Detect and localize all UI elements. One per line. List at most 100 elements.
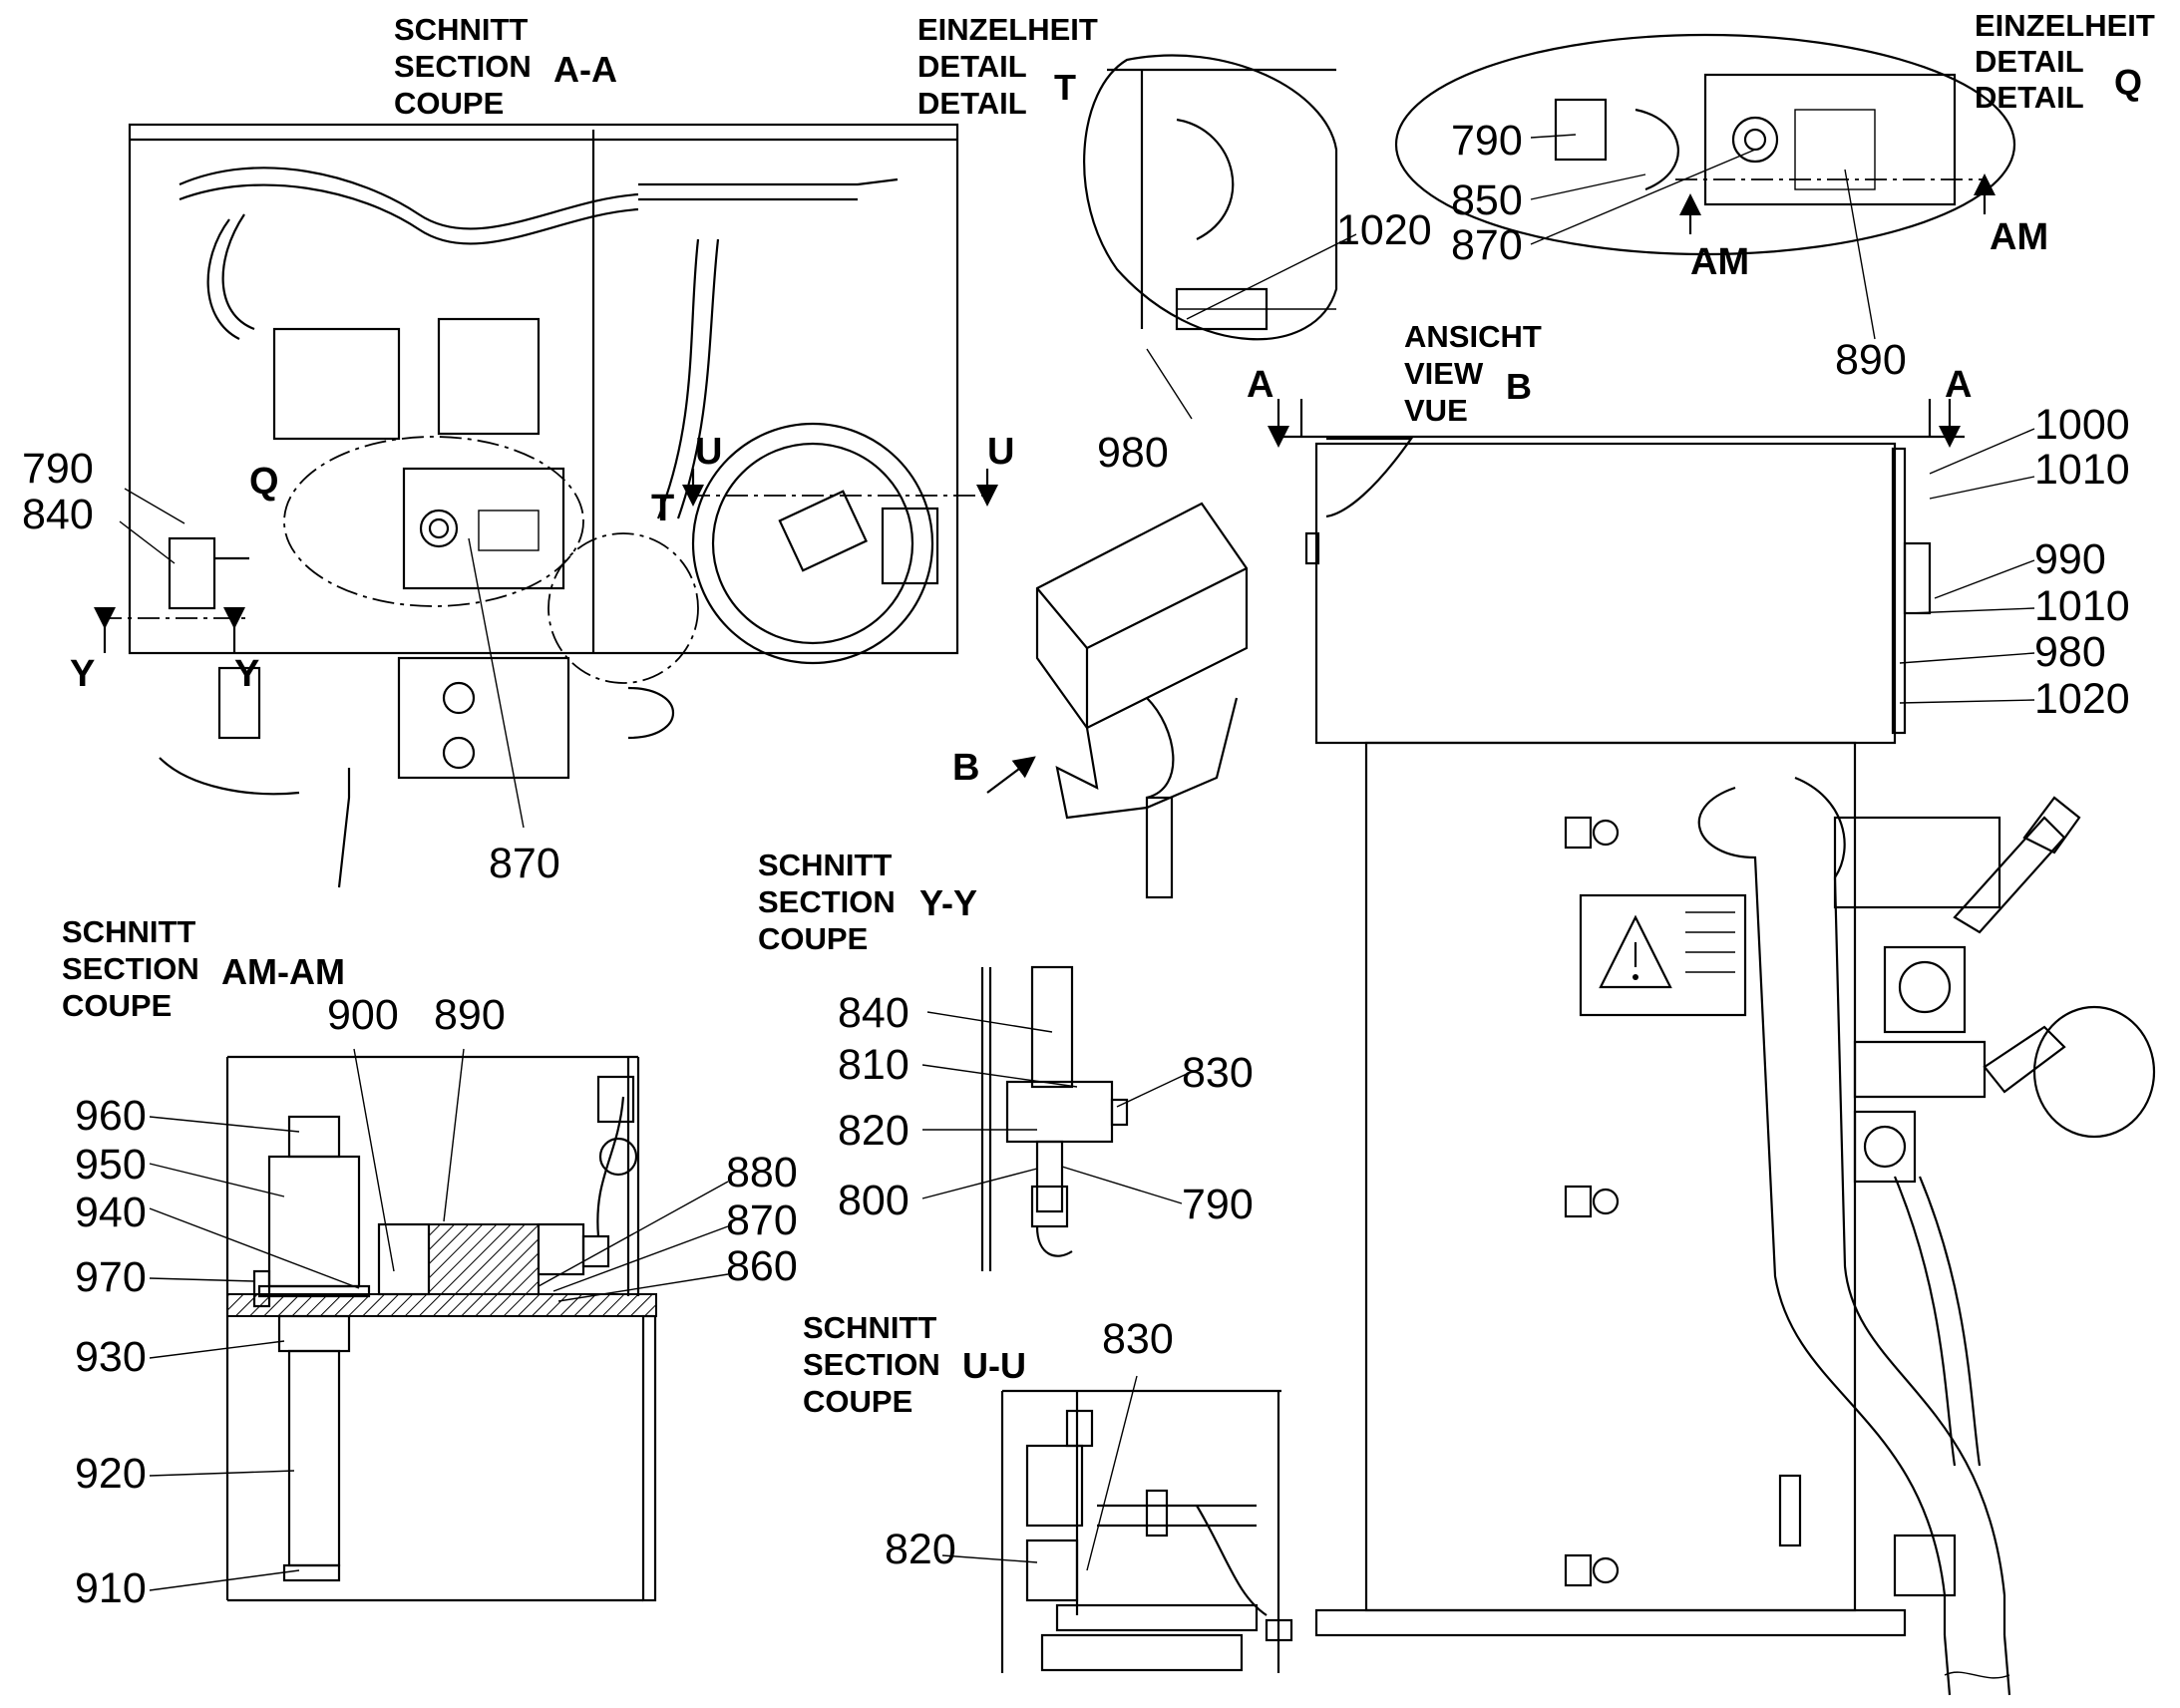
marker-q: Q: [249, 461, 279, 503]
title-line-2: VIEW: [1404, 356, 1484, 391]
callout-870: 870: [489, 840, 560, 887]
callout-1010-lower: 1010: [2034, 582, 2130, 630]
marker-y-left: Y: [70, 653, 95, 695]
title-line-3: DETAIL: [917, 86, 1027, 121]
view-b-main: [1268, 399, 2156, 1696]
title-view-b: ANSICHT VIEW VUE B: [1404, 319, 1542, 428]
callout-1010-upper: 1010: [2034, 446, 2130, 494]
title-line-2: SECTION: [758, 884, 896, 919]
title-line-2: SECTION: [62, 951, 199, 986]
callout-910: 910: [75, 1564, 147, 1612]
title-id: T: [1054, 67, 1076, 108]
title-line-3: COUPE: [758, 921, 868, 956]
detail-t-view: [1083, 54, 1357, 420]
callout-980: 980: [2034, 628, 2106, 676]
title-line-1: SCHNITT: [394, 12, 528, 47]
callout-840: 840: [22, 491, 94, 538]
title-id: AM-AM: [221, 951, 345, 992]
callouts-q: 790 850 870 890: [1451, 117, 1907, 384]
marker-u-left: U: [695, 431, 722, 473]
callout-840: 840: [838, 989, 909, 1037]
markers-q: AM AM: [1690, 216, 2048, 283]
title-line-2: DETAIL: [917, 49, 1027, 84]
callouts-amam: 900 890 960 950 940 970 930 920 910 880 …: [75, 991, 798, 1612]
title-line-1: EINZELHEIT: [917, 12, 1098, 47]
callout-870: 870: [726, 1196, 798, 1244]
marker-am-right: AM: [1990, 216, 2048, 258]
detail-q-view: [1394, 33, 2016, 340]
callout-820: 820: [838, 1107, 909, 1155]
callout-940: 940: [75, 1189, 147, 1236]
title-line-2: DETAIL: [1975, 44, 2084, 79]
callout-870: 870: [1451, 221, 1523, 269]
marker-y-right: Y: [234, 653, 259, 695]
marker-a-left: A: [1247, 364, 1273, 406]
callouts-aa: 790 840 870: [22, 445, 560, 887]
title-id: Y-Y: [919, 882, 977, 923]
callout-890: 890: [434, 991, 506, 1039]
callout-890: 890: [1835, 336, 1907, 384]
title-line-3: VUE: [1404, 393, 1468, 428]
callout-930: 930: [75, 1333, 147, 1381]
callout-1020: 1020: [2034, 675, 2130, 723]
title-line-1: SCHNITT: [758, 848, 892, 882]
section-amam-view: [149, 1048, 729, 1602]
title-id: Q: [2114, 62, 2142, 103]
callouts-b: 1000 1010 990 1010 980 1020: [2034, 401, 2130, 723]
callout-990: 990: [2034, 535, 2106, 583]
title-detail-q: EINZELHEIT DETAIL DETAIL Q: [1975, 8, 2155, 115]
marker-a-right: A: [1945, 364, 1972, 406]
callout-970: 970: [75, 1253, 147, 1301]
callouts-yy: 840 810 830 820 800 790: [838, 989, 1254, 1228]
title-line-2: SECTION: [803, 1347, 940, 1382]
title-id: A-A: [553, 49, 617, 90]
callout-810: 810: [838, 1041, 909, 1089]
callout-1020: 1020: [1336, 206, 1432, 254]
callouts-t: 1020 980: [1097, 206, 1432, 477]
title-section-uu: SCHNITT SECTION COUPE U-U: [803, 1310, 1026, 1419]
callout-920: 920: [75, 1450, 147, 1498]
title-line-3: COUPE: [62, 988, 172, 1023]
callout-790: 790: [22, 445, 94, 493]
title-section-amam: SCHNITT SECTION COUPE AM-AM: [62, 914, 345, 1023]
marker-am-left: AM: [1690, 241, 1749, 283]
markers-aa: Q T U U Y Y: [70, 431, 1014, 695]
callout-790: 790: [1182, 1181, 1254, 1228]
markers-b: A A: [1247, 364, 1972, 406]
isometric-unit-view: [986, 502, 1249, 899]
title-line-1: SCHNITT: [803, 1310, 936, 1345]
callout-880: 880: [726, 1149, 798, 1196]
title-line-3: DETAIL: [1975, 80, 2084, 115]
callout-850: 850: [1451, 176, 1523, 224]
section-uu-view: [941, 1375, 1293, 1673]
callout-800: 800: [838, 1177, 909, 1224]
title-line-1: SCHNITT: [62, 914, 195, 949]
title-id: B: [1506, 366, 1532, 407]
marker-t: T: [651, 488, 674, 529]
callouts-uu: 830 820: [885, 1315, 1174, 1573]
title-section-yy: SCHNITT SECTION COUPE Y-Y: [758, 848, 977, 956]
title-section-aa: SCHNITT SECTION COUPE A-A: [394, 12, 617, 121]
title-detail-t: EINZELHEIT DETAIL DETAIL T: [917, 12, 1098, 121]
callout-860: 860: [726, 1242, 798, 1290]
title-id: U-U: [962, 1345, 1026, 1386]
marker-u-right: U: [987, 431, 1014, 473]
title-line-2: SECTION: [394, 49, 532, 84]
title-line-3: COUPE: [394, 86, 504, 121]
callout-820: 820: [885, 1526, 956, 1573]
section-aa-view: [94, 123, 998, 888]
callout-830: 830: [1102, 1315, 1174, 1363]
callout-960: 960: [75, 1092, 147, 1140]
callout-790: 790: [1451, 117, 1523, 165]
title-line-1: ANSICHT: [1404, 319, 1542, 354]
callout-1000: 1000: [2034, 401, 2130, 449]
callout-980: 980: [1097, 429, 1169, 477]
title-line-3: COUPE: [803, 1384, 912, 1419]
callout-950: 950: [75, 1141, 147, 1189]
callout-830: 830: [1182, 1049, 1254, 1097]
callout-900: 900: [327, 991, 399, 1039]
title-line-1: EINZELHEIT: [1975, 8, 2155, 43]
marker-b: B: [952, 747, 979, 789]
